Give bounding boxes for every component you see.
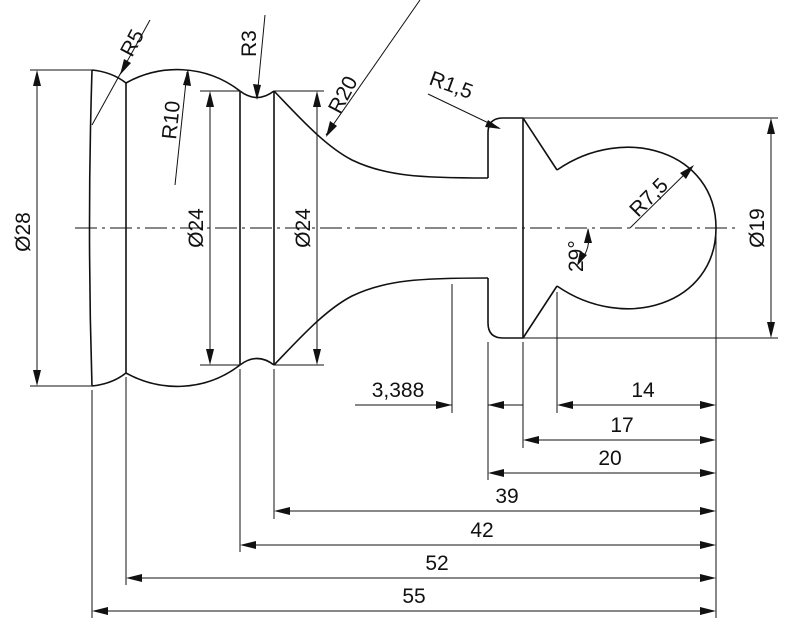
radius-r1-5: R1,5 [426,67,501,129]
radius-r3-label: R3 [238,30,261,57]
r5-fillet-bottom [91,372,127,387]
r5-fillet-top [91,69,127,84]
cove-top [273,90,489,179]
cove-bottom [273,277,489,366]
angle-29-label: 29° [565,240,588,272]
dim-42: 42 [240,519,716,549]
dim-20-label: 20 [598,447,621,470]
radius-r7-5: R7,5 [625,165,694,229]
dim-17: 17 [523,414,716,444]
radius-r7-5-label: R7,5 [625,174,673,222]
dim-42-label: 42 [470,519,493,542]
extension-lines [30,69,778,618]
radius-r3: R3 [238,14,266,100]
dim-d28-label: Ø28 [12,212,35,252]
dim-55: 55 [92,585,716,615]
collar-outline [487,117,558,339]
dim-3-388: 3,388 [355,379,523,409]
bead-bottom [125,364,241,388]
angle-29: 29° [565,228,592,272]
radius-r20-label: R20 [324,73,362,118]
dim-d19-label: Ø19 [746,208,769,248]
dim-14: 14 [557,379,716,409]
dim-14-label: 14 [631,379,655,402]
dim-d24-left-label: Ø24 [185,208,208,248]
dim-d24-right: Ø24 [292,91,321,365]
r3-groove-bottom [239,357,275,366]
dim-39: 39 [274,485,716,515]
part-outline [88,68,717,388]
dim-d24-right-label: Ø24 [292,208,315,248]
radius-r10: R10 [158,69,191,186]
dim-20: 20 [488,447,716,477]
dim-55-label: 55 [402,585,425,608]
dim-d24-left: Ø24 [185,91,214,365]
dim-17-label: 17 [610,414,633,437]
dim-52-label: 52 [425,552,448,575]
dim-3-388-label: 3,388 [372,379,425,402]
dim-39-label: 39 [495,485,518,508]
radius-r1-5-label: R1,5 [426,67,476,104]
radius-r5: R5 [91,19,151,126]
dim-d28: Ø28 [12,70,41,386]
radius-r10-label: R10 [158,100,185,141]
dim-52: 52 [126,552,716,582]
bead-top [125,68,241,92]
dim-d19: Ø19 [746,118,775,338]
radius-r20: R20 [324,0,421,137]
